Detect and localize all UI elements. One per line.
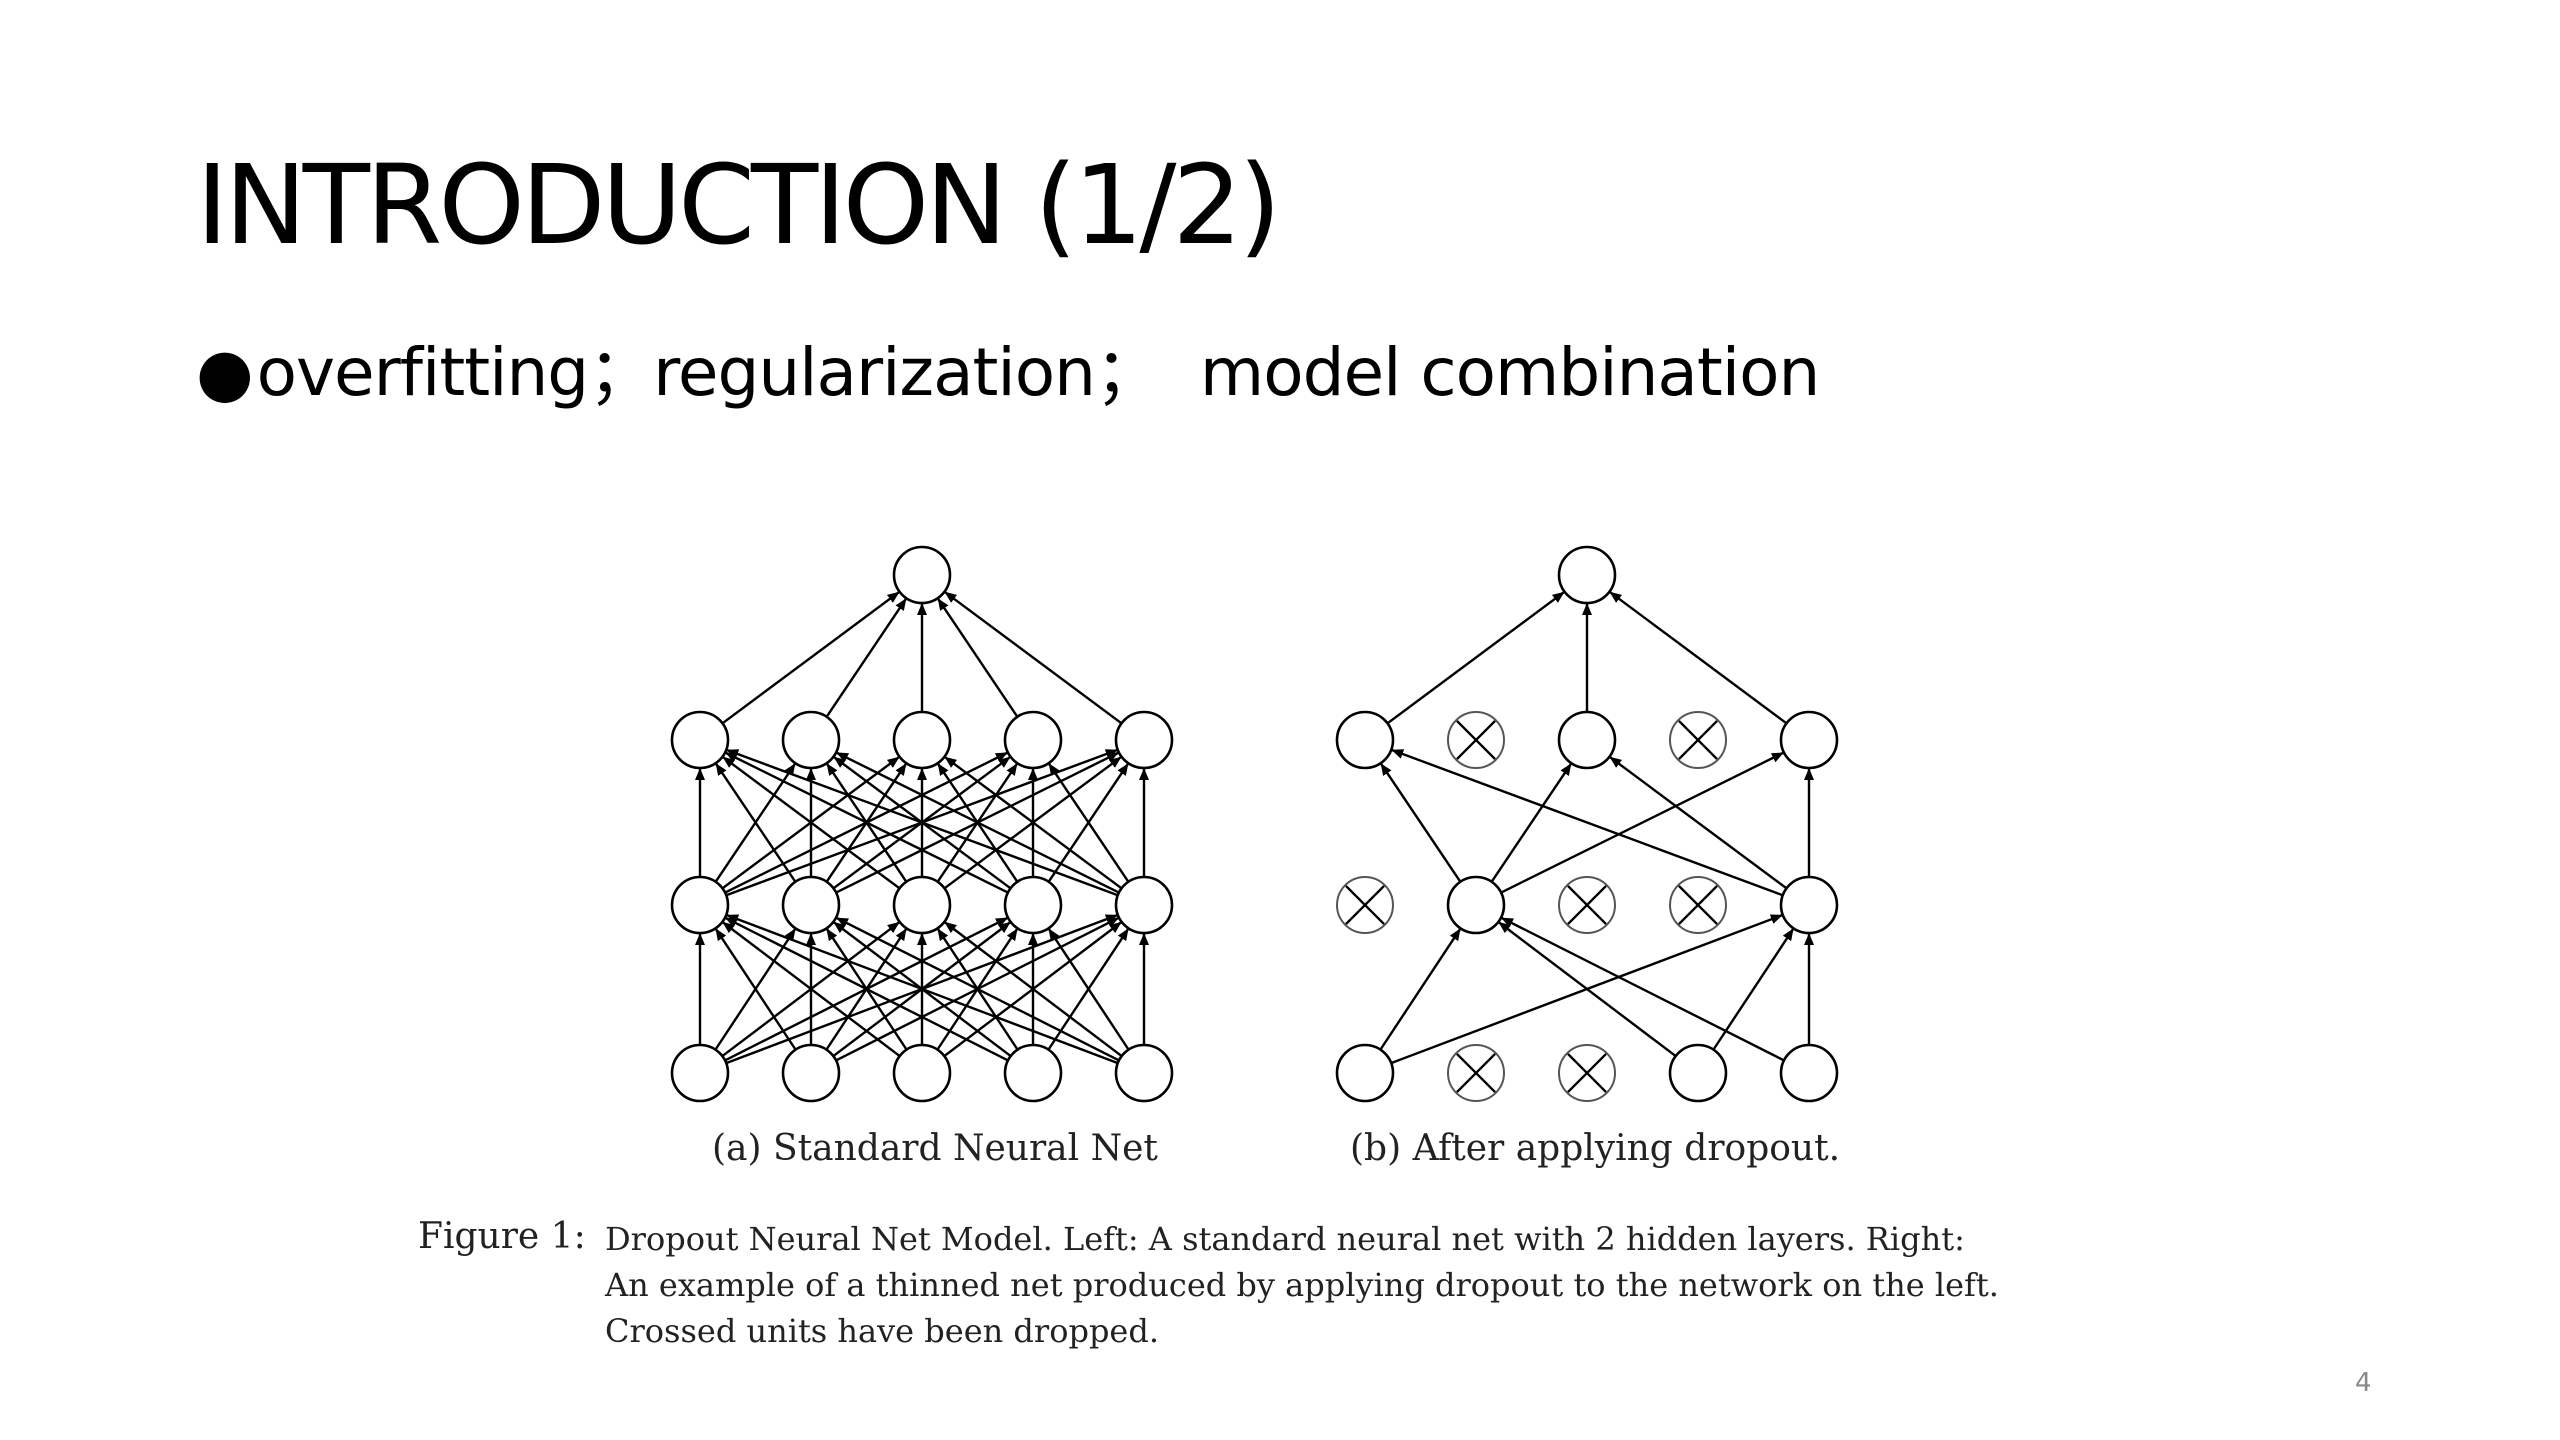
left-subcaption: (a) Standard Neural Net — [712, 1128, 1158, 1169]
connection-edge — [1048, 763, 1130, 883]
connection-edge — [944, 591, 1123, 725]
neuron-unit — [670, 875, 730, 935]
connection-edge — [722, 921, 901, 1058]
connection-edge — [825, 598, 907, 718]
connection-edge — [726, 914, 1119, 1065]
connection-edge — [714, 928, 797, 1051]
connection-edge — [1047, 928, 1130, 1051]
cross-mark — [1678, 885, 1718, 925]
page-number: 4 — [2355, 1368, 2372, 1398]
neuron-unit — [1114, 710, 1174, 770]
neuron-unit — [1446, 875, 1506, 935]
neuron-unit — [1003, 1043, 1063, 1103]
neuron-unit — [1779, 710, 1839, 770]
neuron-unit — [781, 875, 841, 935]
cross-mark — [1456, 1053, 1496, 1093]
neuron-unit — [1003, 875, 1063, 935]
cross-mark — [1456, 720, 1496, 760]
connection-edge — [944, 756, 1123, 890]
connection-edge — [715, 763, 797, 883]
neuron-unit — [892, 1043, 952, 1103]
neuron-unit — [670, 1043, 730, 1103]
connection-edge — [835, 916, 1120, 1062]
figure-caption-label: Figure 1: — [418, 1216, 586, 1257]
cross-mark — [1678, 720, 1718, 760]
connection-edge — [1386, 591, 1565, 725]
connection-edge — [724, 916, 1009, 1062]
neuron-unit — [1003, 710, 1063, 770]
neuron-unit — [892, 875, 952, 935]
caption-line: Dropout Neural Net Model. Left: A standa… — [605, 1220, 1965, 1258]
right-subcaption: (b) After applying dropout. — [1350, 1128, 1841, 1169]
neuron-unit — [1335, 710, 1395, 770]
connection-edge — [836, 751, 1120, 894]
connection-edge — [1379, 928, 1462, 1051]
caption-line: An example of a thinned net produced by … — [605, 1266, 1999, 1304]
cross-mark — [1567, 885, 1607, 925]
figure-caption: Dropout Neural Net Model. Left: A standa… — [605, 1216, 2090, 1354]
neuron-unit — [1668, 1043, 1728, 1103]
cross-mark — [1567, 1053, 1607, 1093]
neuron-unit — [1114, 1043, 1174, 1103]
connection-edge — [1391, 748, 1784, 897]
connection-edge — [1498, 921, 1677, 1058]
connection-edge — [944, 921, 1123, 1058]
neuron-unit — [1779, 875, 1839, 935]
cross-mark — [1345, 885, 1385, 925]
connection-edge — [937, 598, 1019, 718]
connection-edge — [725, 751, 1009, 894]
connection-edge — [1500, 751, 1784, 894]
connection-edge — [726, 748, 1119, 897]
neuron-unit — [892, 545, 952, 605]
connection-edge — [1609, 591, 1788, 725]
slide-title: INTRODUCTION (1/2) — [196, 141, 1281, 269]
neuron-unit — [892, 710, 952, 770]
neuron-unit — [1557, 545, 1617, 605]
connection-edge — [722, 756, 901, 890]
connection-edge — [1712, 928, 1795, 1051]
connection-edge — [721, 591, 900, 725]
dropout-neural-net-diagram — [1335, 545, 1839, 1103]
neuron-unit — [1114, 875, 1174, 935]
connection-edge — [1500, 916, 1785, 1062]
neuron-unit — [1779, 1043, 1839, 1103]
connection-edge — [1380, 763, 1462, 883]
bullet-item: ●overfitting；regularization； model combi… — [196, 334, 1821, 411]
neuron-unit — [1335, 1043, 1395, 1103]
neuron-unit — [781, 710, 841, 770]
neuron-unit — [781, 1043, 841, 1103]
bullet-text: overfitting；regularization； model combin… — [256, 334, 1821, 411]
standard-neural-net-diagram — [670, 545, 1174, 1103]
connection-edge — [1490, 763, 1572, 883]
neuron-unit — [670, 710, 730, 770]
neuron-unit — [1557, 710, 1617, 770]
bullet-dot: ● — [196, 334, 254, 411]
connection-edge — [1609, 756, 1788, 890]
caption-line: Crossed units have been dropped. — [605, 1312, 1160, 1350]
